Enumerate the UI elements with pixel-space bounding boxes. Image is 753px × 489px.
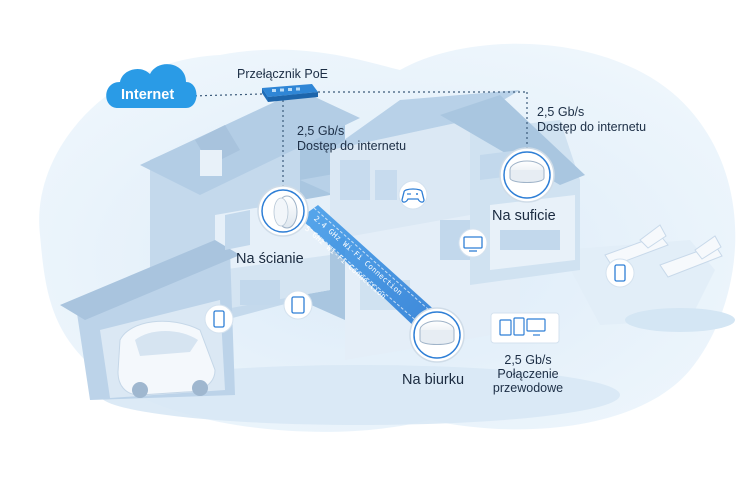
desk-connection-label-1: Połączenie [497, 367, 559, 381]
phone-icon [605, 258, 635, 288]
cloud-icon [106, 64, 197, 108]
access-point-icon [499, 147, 555, 203]
wifi-beam [300, 205, 440, 332]
sun-lounger-icon [604, 224, 723, 278]
desk-speed-label: 2,5 Gb/s [504, 353, 552, 367]
access-point-icon [257, 185, 309, 237]
poe-switch-icon [262, 84, 318, 102]
wall-access-label: Dostęp do internetu [297, 139, 407, 153]
gamepad-icon [398, 180, 428, 210]
devices-icon [490, 312, 560, 344]
car-icon [117, 320, 216, 398]
phone-icon [204, 304, 234, 334]
ceiling-place-label: Na suficie [492, 208, 556, 224]
poe-switch-label: Przełącznik PoE [237, 67, 329, 81]
desk-connection-label-2: przewodowe [492, 381, 564, 395]
ceiling-speed-label: 2,5 Gb/s [537, 105, 585, 119]
tablet-icon [283, 290, 313, 320]
desk-place-label: Na biurku [402, 372, 465, 388]
access-point-icon [409, 307, 465, 363]
internet-label: Internet [121, 87, 175, 103]
wall-speed-label: 2,5 Gb/s [297, 124, 345, 138]
tv-icon [458, 228, 488, 258]
wall-place-label: Na ścianie [236, 251, 304, 267]
ceiling-access-label: Dostęp do internetu [537, 120, 647, 134]
wired-lines [189, 91, 528, 190]
